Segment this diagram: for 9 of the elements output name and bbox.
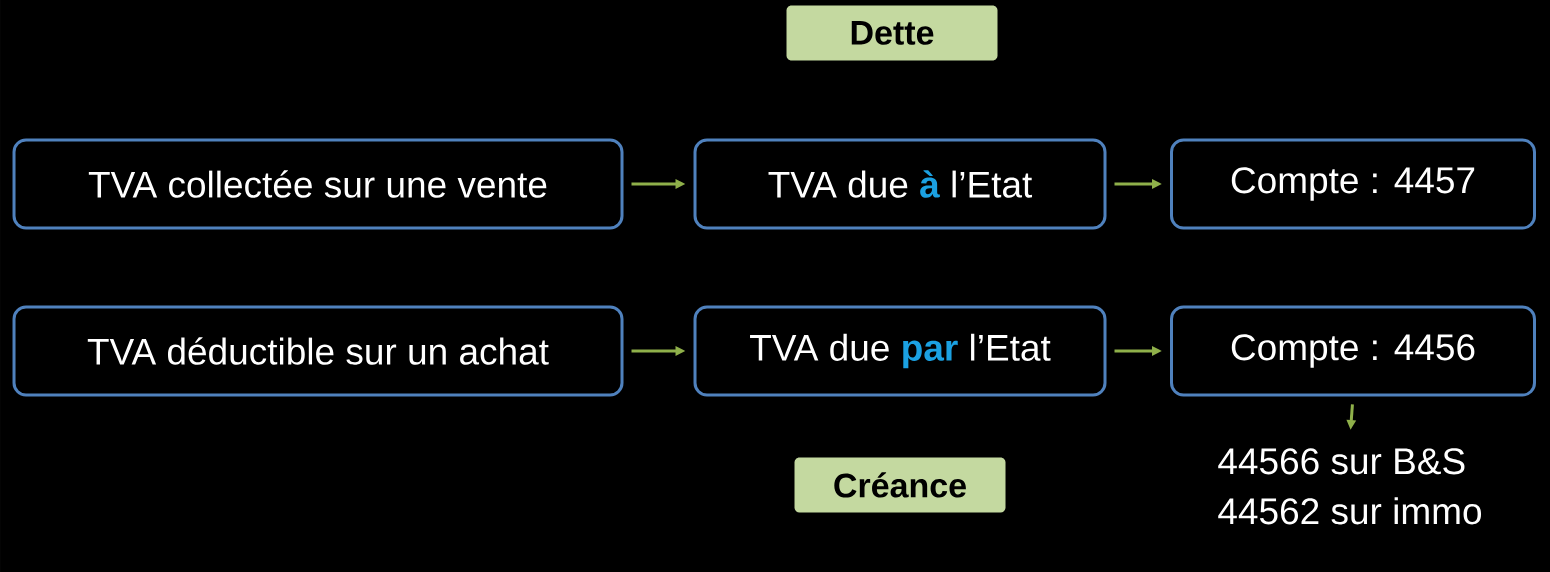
process-box: Compte : 4456 (1170, 305, 1536, 397)
process-box: TVA due par l’Etat (693, 305, 1107, 397)
process-box: TVA collectée sur une vente (12, 138, 624, 230)
label-box: Créance (794, 457, 1006, 513)
process-box: TVA déductible sur un achat (12, 305, 624, 397)
label-box: Dette (786, 5, 998, 61)
note-text: 44566 sur B&S 44562 sur immo (1218, 448, 1481, 525)
process-box: TVA due à l’Etat (693, 138, 1107, 230)
process-box: Compte : 4457 (1170, 138, 1536, 230)
